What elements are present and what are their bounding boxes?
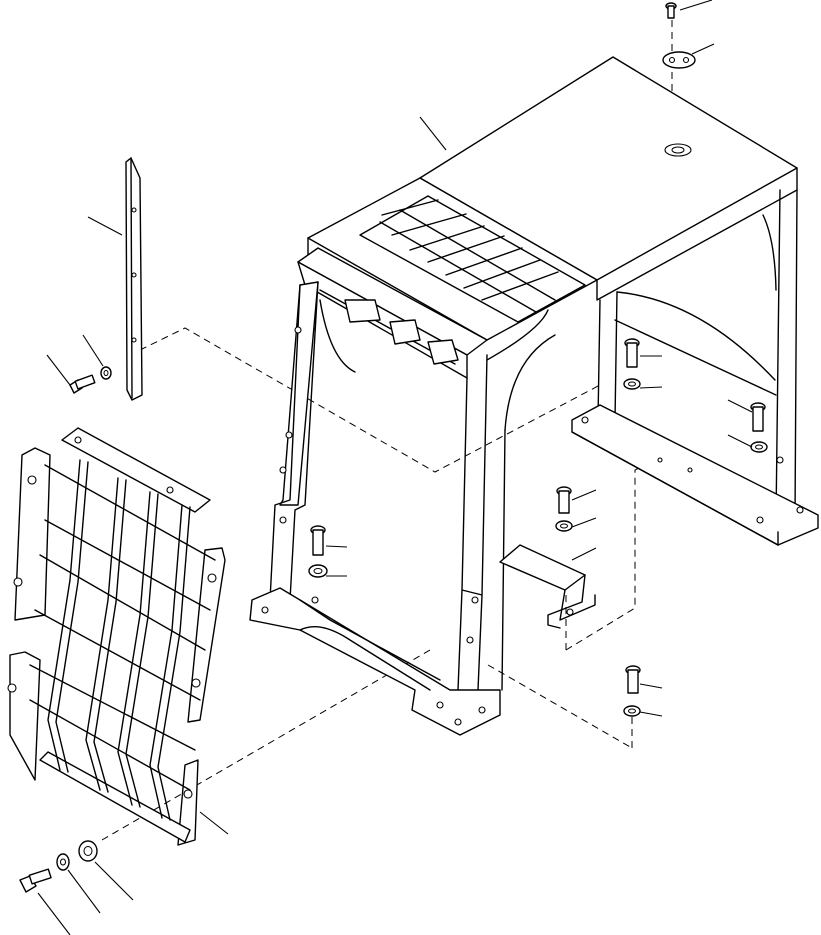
callout-leaders bbox=[37, 0, 753, 935]
hex-bolt bbox=[556, 486, 572, 514]
inspection-cover bbox=[662, 51, 696, 69]
hex-bolt bbox=[750, 402, 766, 432]
washer bbox=[308, 564, 328, 578]
cover-hole bbox=[664, 143, 692, 157]
frame-holes bbox=[261, 326, 804, 726]
side-rail bbox=[125, 157, 143, 401]
hex-bolt bbox=[310, 525, 326, 556]
washer bbox=[623, 378, 641, 390]
seat-stand-frame bbox=[249, 56, 819, 736]
washer bbox=[623, 705, 641, 717]
washer bbox=[100, 366, 112, 380]
grille-rods-horizontal bbox=[29, 464, 216, 791]
hex-bolt bbox=[19, 868, 52, 893]
hex-bolt bbox=[624, 338, 640, 368]
washer bbox=[750, 441, 768, 453]
cover-bolt bbox=[665, 2, 677, 19]
hex-bolt-group bbox=[19, 338, 766, 893]
hex-bolt bbox=[69, 374, 96, 394]
washer-group bbox=[56, 366, 768, 871]
washer bbox=[56, 853, 70, 871]
mounting-bracket bbox=[499, 544, 596, 629]
front-guard-grille bbox=[7, 427, 226, 846]
washer bbox=[555, 520, 573, 532]
grille-bars-vertical bbox=[47, 459, 191, 821]
top-grid bbox=[359, 195, 586, 323]
base-plate-left bbox=[249, 587, 501, 736]
hex-bolt bbox=[625, 665, 641, 694]
base-plate-right bbox=[571, 404, 819, 546]
washer bbox=[78, 840, 98, 862]
